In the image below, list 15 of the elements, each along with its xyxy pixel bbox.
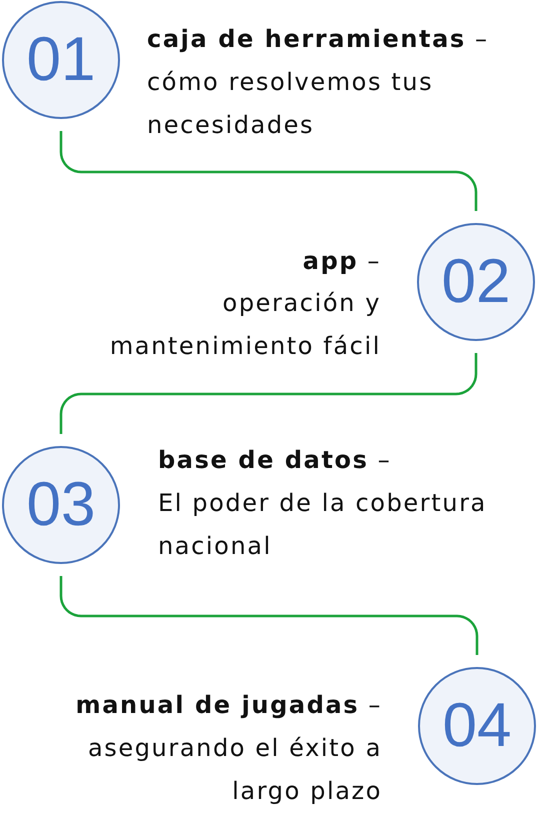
step-number: 03 — [26, 474, 96, 536]
step-description: operación y mantenimiento fácil — [108, 288, 381, 362]
step-description: cómo resolvemos tus necesidades — [147, 67, 434, 141]
step-description: El poder de la cobertura nacional — [158, 488, 488, 562]
connector-line — [60, 131, 478, 211]
step-description: asegurando el éxito a largo plazo — [86, 733, 382, 807]
step-number: 02 — [442, 251, 510, 313]
step-number: 01 — [26, 29, 96, 91]
step-number: 04 — [442, 695, 512, 757]
connector-line — [60, 353, 478, 434]
step-title: base de datos – — [158, 445, 392, 476]
step-title: app – — [302, 246, 381, 277]
connector-line — [60, 576, 478, 655]
step-title: manual de jugadas – — [76, 690, 382, 721]
step-title: caja de herramientas – — [147, 24, 487, 55]
